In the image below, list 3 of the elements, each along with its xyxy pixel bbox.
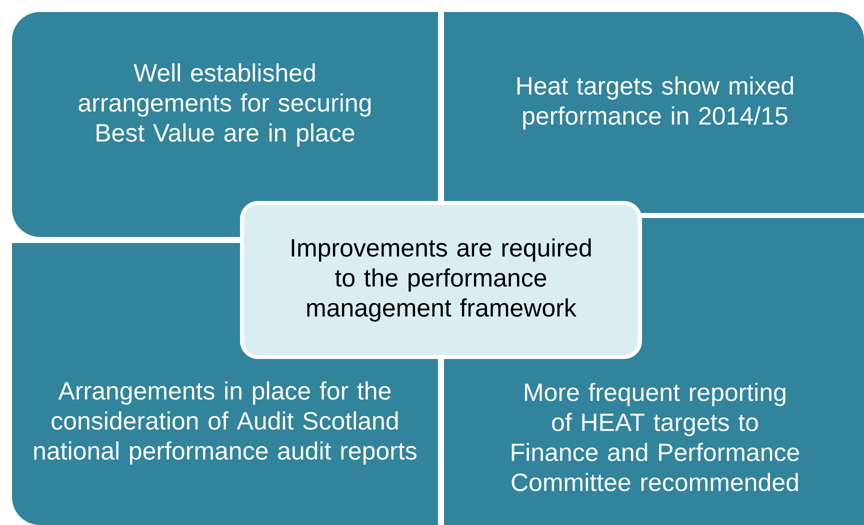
panel: Well established arrangements for securing Best Value are in place: [12, 12, 438, 237]
center-box: Improvements are required to the performance management framework: [240, 201, 642, 359]
panel: Heat targets show mixed performance in 2014/15: [444, 12, 864, 213]
